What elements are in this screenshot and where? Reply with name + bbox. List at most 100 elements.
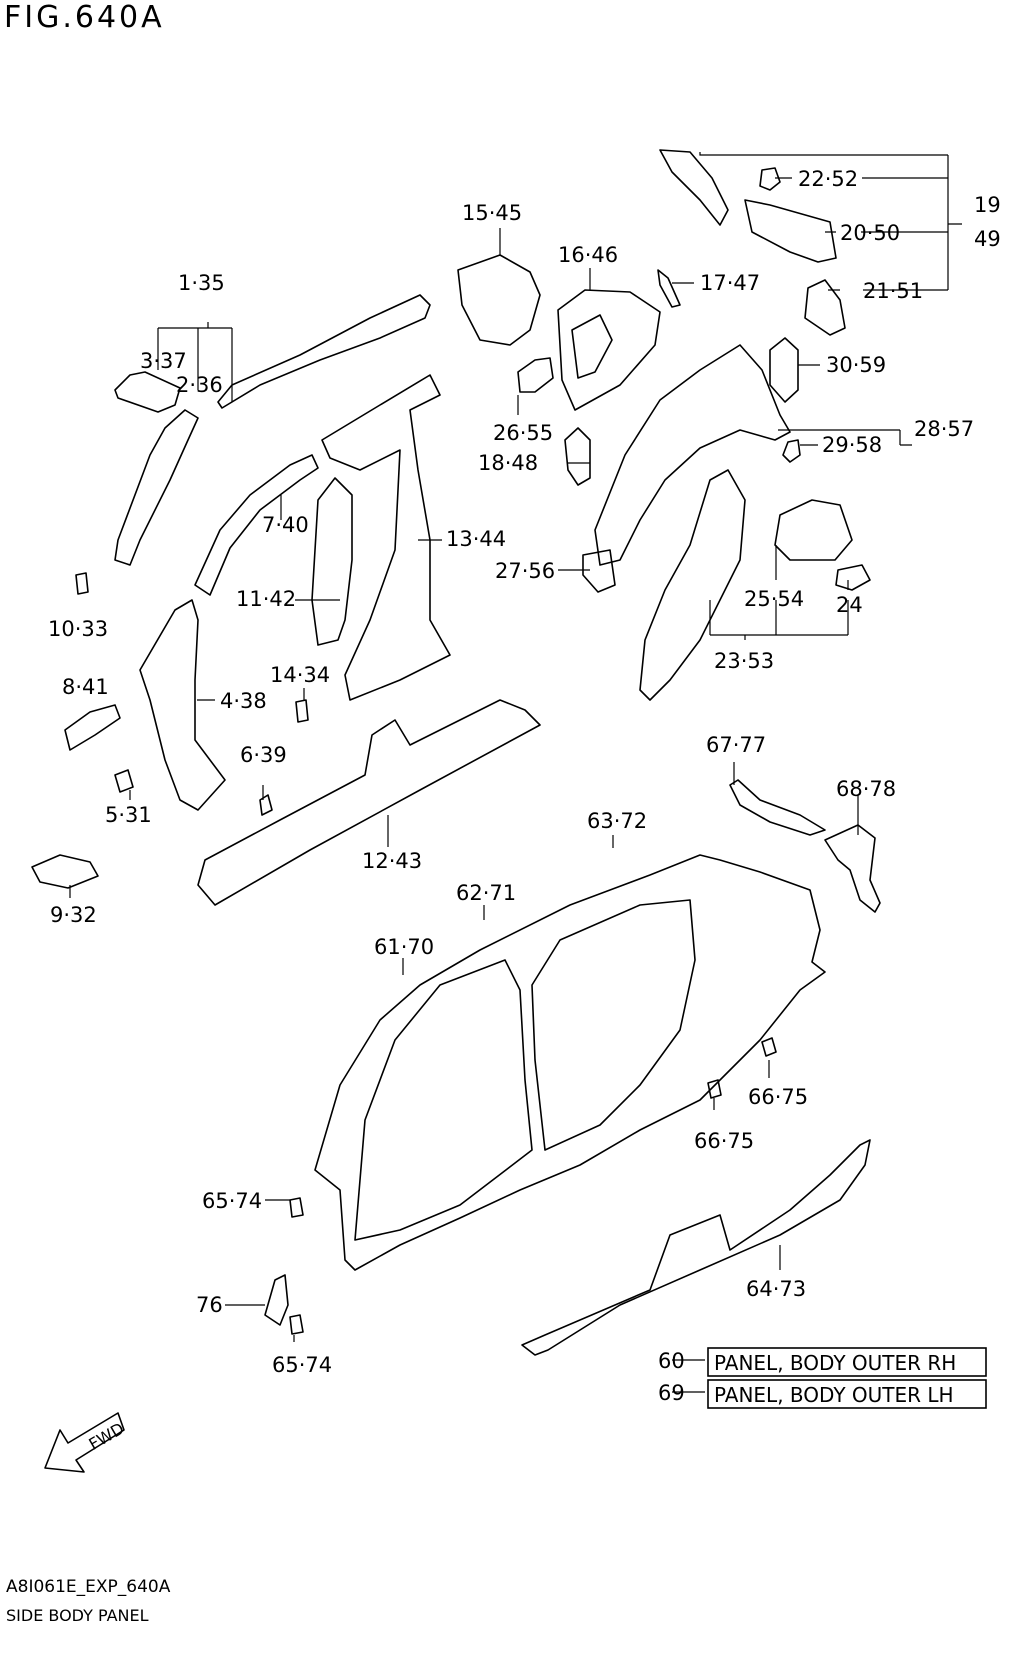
- part-a-pillar-upper-outline: [114, 409, 199, 566]
- part-bracket-3-outline: [114, 371, 181, 413]
- callout-64-73: 64·73: [746, 1277, 806, 1301]
- callout-49: 49: [974, 227, 1001, 251]
- part-clip-65b-outline: [289, 1314, 304, 1335]
- part-bracket-8-outline: [64, 704, 121, 751]
- callout-5-31: 5·31: [105, 803, 152, 827]
- callout-65-74-upper: 65·74: [202, 1189, 262, 1213]
- part-bracket-21-outline: [804, 279, 846, 336]
- part-quarter-inner-16-outline: [557, 289, 661, 411]
- callout-68-78: 68·78: [836, 777, 896, 801]
- callout-25-54: 25·54: [744, 587, 804, 611]
- callout-10-33: 10·33: [48, 617, 108, 641]
- part-roof-rail-inner-outline: [194, 454, 319, 596]
- part-bracket-67-outline: [729, 779, 826, 836]
- part-sill-inner-outline: [197, 699, 541, 906]
- callout-65-74-lower: 65·74: [272, 1353, 332, 1377]
- legend-num-60: 60: [658, 1349, 685, 1373]
- part-body-outer-outline: [314, 854, 826, 1271]
- figure-name: SIDE BODY PANEL: [6, 1606, 149, 1625]
- callout-28-57: 28·57: [914, 417, 974, 441]
- callout-27-56: 27·56: [495, 559, 555, 583]
- part-clip-14-outline: [295, 699, 309, 723]
- part-bracket-27-outline: [582, 549, 616, 593]
- legend-box-69: [707, 1379, 987, 1409]
- legend-text-60: PANEL, BODY OUTER RH: [714, 1351, 956, 1375]
- part-bracket-24-outline: [835, 564, 871, 591]
- callout-26-55: 26·55: [493, 421, 553, 445]
- callout-23-53: 23·53: [714, 649, 774, 673]
- callout-22-52: 22·52: [798, 167, 858, 191]
- callout-labels: 1·35 3·37 2·36 15·45 16·46 17·47 22·52 2…: [48, 167, 1001, 1377]
- part-clip-65a-outline: [289, 1197, 304, 1218]
- callout-16-46: 16·46: [558, 243, 618, 267]
- part-bracket-6-outline: [259, 794, 273, 816]
- callout-66-75-upper: 66·75: [748, 1085, 808, 1109]
- callout-12-43: 12·43: [362, 849, 422, 873]
- callout-63-72: 63·72: [587, 809, 647, 833]
- part-bracket-68-outline: [824, 824, 881, 913]
- callout-76: 76: [196, 1293, 223, 1317]
- callout-18-48: 18·48: [478, 451, 538, 475]
- callout-29-58: 29·58: [822, 433, 882, 457]
- callout-9-32: 9·32: [50, 903, 97, 927]
- callout-61-70: 61·70: [374, 935, 434, 959]
- callout-30-59: 30·59: [826, 353, 886, 377]
- part-wheelhouse-outer-outline: [594, 344, 791, 566]
- callout-2-36: 2·36: [176, 373, 223, 397]
- part-sill-outer-outline: [521, 1139, 871, 1356]
- part-b-pillar-inner-outline: [321, 374, 451, 701]
- part-clip-10-outline: [75, 572, 89, 595]
- fwd-label: FWD: [85, 1419, 127, 1454]
- callout-62-71: 62·71: [456, 881, 516, 905]
- callout-20-50: 20·50: [840, 221, 900, 245]
- legend-box-60: [707, 1347, 987, 1377]
- part-bracket-26-outline: [517, 357, 554, 393]
- part-roof-rail-outline: [217, 294, 431, 409]
- part-bracket-17-outline: [657, 269, 681, 308]
- part-bracket-76-outline: [264, 1274, 289, 1326]
- callout-21-51: 21·51: [863, 279, 923, 303]
- part-rear-door-opening-outline: [531, 899, 696, 1151]
- callout-13-44: 13·44: [446, 527, 506, 551]
- part-plate-9-outline: [31, 854, 99, 889]
- part-a-pillar-lower-outline: [139, 599, 226, 811]
- callout-3-37: 3·37: [140, 349, 187, 373]
- part-b-pillar-reinforcement-outline: [311, 477, 353, 646]
- part-quarter-window-outline: [571, 314, 613, 379]
- callout-8-41: 8·41: [62, 675, 109, 699]
- part-bracket-30-outline: [769, 337, 799, 403]
- callout-14-34: 14·34: [270, 663, 330, 687]
- part-upper-brace-outline: [659, 149, 729, 226]
- callout-15-45: 15·45: [462, 201, 522, 225]
- part-wheelhouse-inner-outline: [639, 469, 746, 701]
- callout-6-39: 6·39: [240, 743, 287, 767]
- legend-num-69: 69: [658, 1381, 685, 1405]
- callout-1-35: 1·35: [178, 271, 225, 295]
- callout-7-40: 7·40: [262, 513, 309, 537]
- callout-11-42: 11·42: [236, 587, 296, 611]
- callout-4-38: 4·38: [220, 689, 267, 713]
- leader-lines: [69, 152, 962, 1393]
- part-clip-5-outline: [114, 769, 134, 793]
- figure-code: A8I061E_EXP_640A: [6, 1577, 171, 1597]
- part-extension-25-outline: [774, 499, 853, 561]
- part-bracket-18-outline: [564, 427, 591, 486]
- legend: 60 PANEL, BODY OUTER RH 69 PANEL, BODY O…: [658, 1347, 987, 1409]
- part-bracket-22-outline: [759, 167, 781, 191]
- part-clip-66b-outline: [707, 1079, 722, 1099]
- part-front-door-opening-outline: [354, 959, 533, 1241]
- part-upper-panel-15-outline: [457, 254, 541, 346]
- callout-66-75-lower: 66·75: [694, 1129, 754, 1153]
- fwd-arrow-outline: [44, 1412, 125, 1473]
- callout-19: 19: [974, 193, 1001, 217]
- callout-24: 24: [836, 593, 863, 617]
- part-panel-20-outline: [744, 199, 837, 263]
- part-outlines: [31, 149, 881, 1473]
- part-clip-66a-outline: [761, 1037, 777, 1057]
- callout-67-77: 67·77: [706, 733, 766, 757]
- callout-17-47: 17·47: [700, 271, 760, 295]
- part-bracket-29-outline: [782, 439, 801, 463]
- legend-text-69: PANEL, BODY OUTER LH: [714, 1383, 954, 1407]
- figure-title: FIG.640A: [4, 0, 165, 35]
